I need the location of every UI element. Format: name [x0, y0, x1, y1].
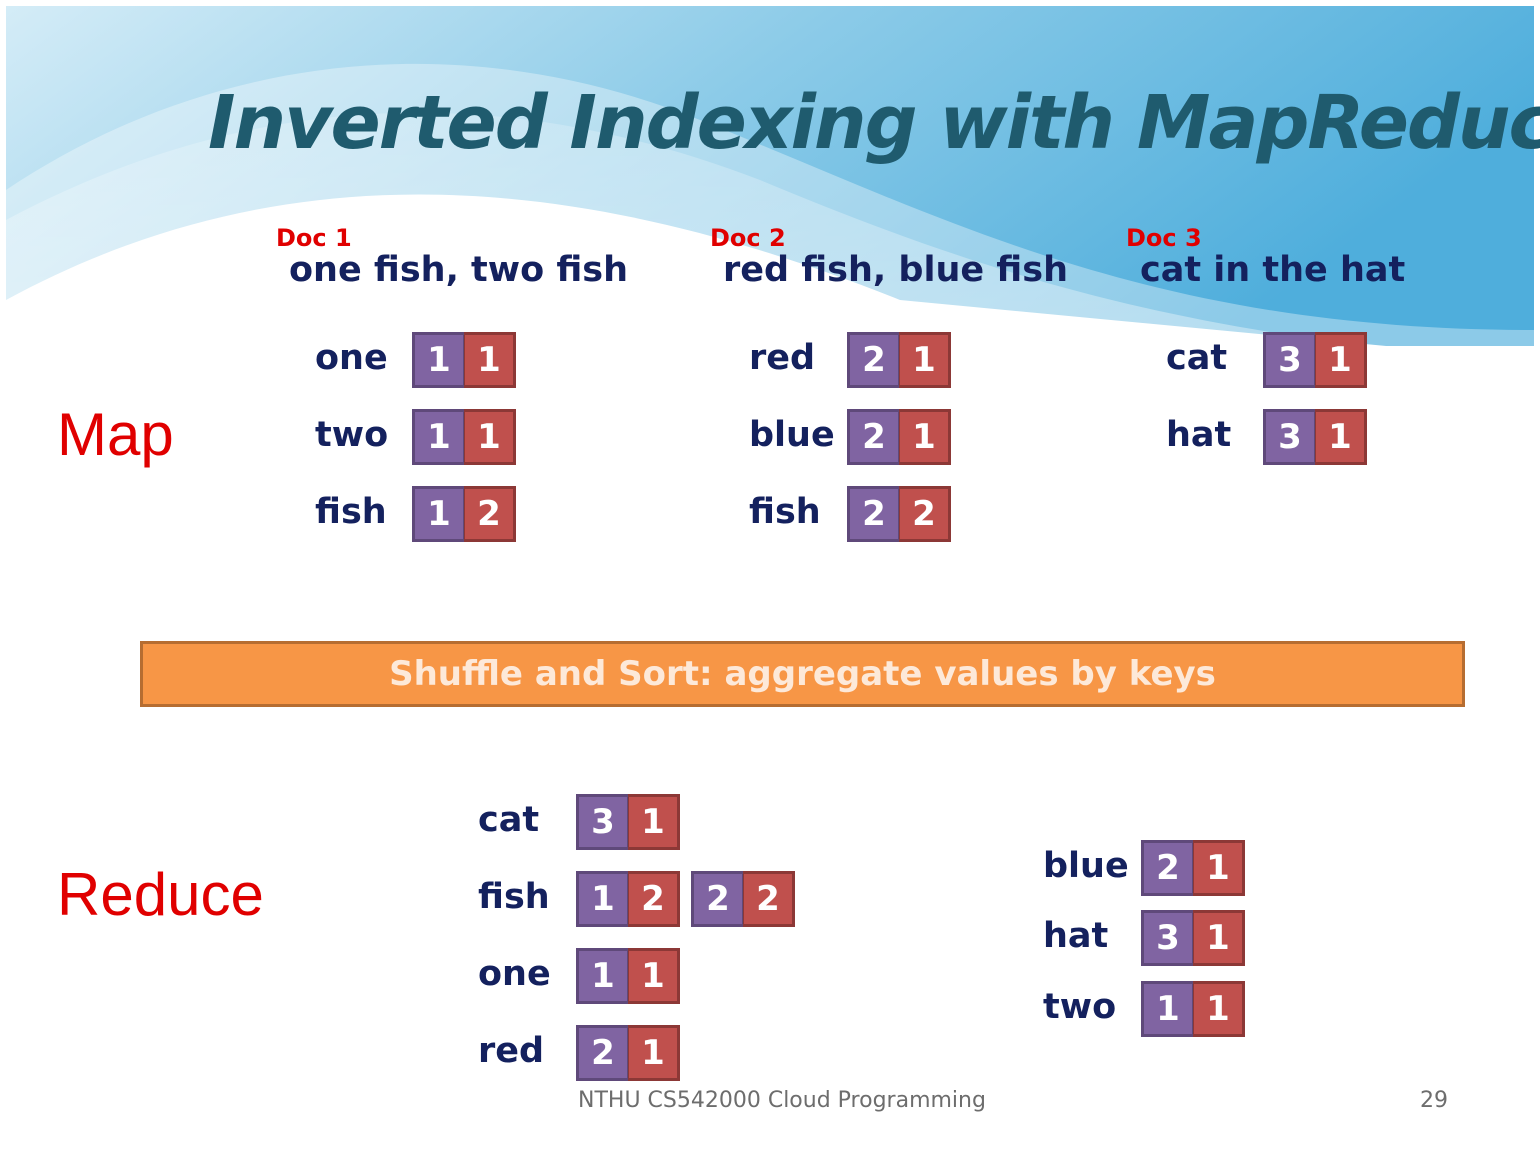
doc-id-cell: 2: [691, 871, 743, 927]
term-frequency-cell: 1: [899, 332, 951, 388]
doc-id-cell: 1: [412, 409, 464, 465]
term-frequency-cell: 2: [628, 871, 680, 927]
map-key-term: hat: [1166, 415, 1232, 455]
doc-text: cat in the hat: [1140, 250, 1406, 290]
term-frequency-cell: 1: [1193, 981, 1245, 1037]
doc-text: one fish, two fish: [289, 250, 629, 290]
doc-text: red fish, blue fish: [723, 250, 1068, 290]
map-key-term: cat: [1166, 338, 1228, 378]
doc-id-cell: 1: [412, 486, 464, 542]
reduce-key-term: hat: [1043, 916, 1109, 956]
reduce-key-term: two: [1043, 987, 1117, 1027]
term-frequency-cell: 1: [628, 1025, 680, 1081]
doc-id-cell: 1: [576, 948, 628, 1004]
reduce-key-term: blue: [1043, 846, 1129, 886]
doc-id-cell: 2: [847, 409, 899, 465]
slide-title: Inverted Indexing with MapReduce: [208, 80, 1540, 166]
shuffle-and-sort-bar: Shuffle and Sort: aggregate values by ke…: [140, 641, 1465, 707]
map-key-term: blue: [749, 415, 835, 455]
term-frequency-cell: 1: [1193, 840, 1245, 896]
doc-id-cell: 2: [576, 1025, 628, 1081]
map-key-term: two: [315, 415, 389, 455]
slide-footer: NTHU CS542000 Cloud Programming: [578, 1088, 986, 1113]
doc-id-cell: 3: [1141, 910, 1193, 966]
map-phase-label: Map: [57, 401, 174, 468]
term-frequency-cell: 2: [464, 486, 516, 542]
term-frequency-cell: 1: [1315, 332, 1367, 388]
shuffle-label: Shuffle and Sort: aggregate values by ke…: [389, 654, 1216, 694]
term-frequency-cell: 1: [464, 332, 516, 388]
doc-id-cell: 3: [1263, 409, 1315, 465]
term-frequency-cell: 1: [464, 409, 516, 465]
page-number: 29: [1420, 1088, 1448, 1113]
doc-id-cell: 2: [1141, 840, 1193, 896]
term-frequency-cell: 1: [628, 794, 680, 850]
reduce-key-term: fish: [478, 877, 550, 917]
map-key-term: fish: [749, 492, 821, 532]
map-key-term: red: [749, 338, 816, 378]
term-frequency-cell: 1: [1193, 910, 1245, 966]
map-key-term: one: [315, 338, 388, 378]
doc-id-cell: 3: [576, 794, 628, 850]
term-frequency-cell: 1: [628, 948, 680, 1004]
doc-id-cell: 3: [1263, 332, 1315, 388]
reduce-key-term: cat: [478, 800, 540, 840]
doc-label: Doc 2: [710, 224, 786, 252]
doc-label: Doc 3: [1126, 224, 1202, 252]
doc-id-cell: 1: [576, 871, 628, 927]
doc-id-cell: 2: [847, 486, 899, 542]
doc-label: Doc 1: [276, 224, 352, 252]
doc-id-cell: 2: [847, 332, 899, 388]
reduce-phase-label: Reduce: [57, 861, 264, 928]
map-key-term: fish: [315, 492, 387, 532]
doc-id-cell: 1: [1141, 981, 1193, 1037]
reduce-key-term: one: [478, 954, 551, 994]
term-frequency-cell: 2: [743, 871, 795, 927]
term-frequency-cell: 2: [899, 486, 951, 542]
reduce-key-term: red: [478, 1031, 545, 1071]
term-frequency-cell: 1: [899, 409, 951, 465]
term-frequency-cell: 1: [1315, 409, 1367, 465]
doc-id-cell: 1: [412, 332, 464, 388]
